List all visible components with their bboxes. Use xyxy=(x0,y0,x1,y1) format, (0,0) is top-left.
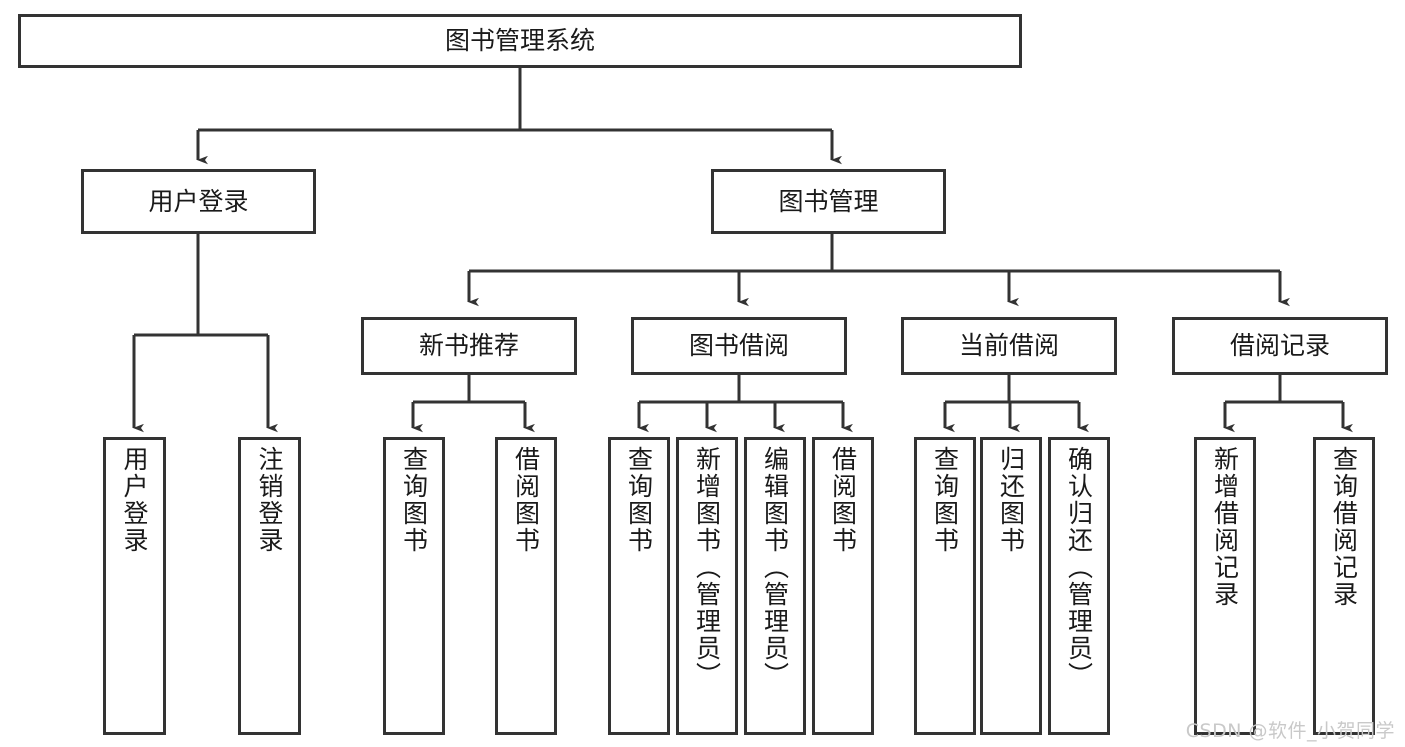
node-label: 注销登录 xyxy=(255,446,284,554)
node-label: 新增图书（管理员） xyxy=(692,446,722,689)
node-leaf-user-login[interactable]: 用户登录 xyxy=(103,437,166,735)
node-label: 查询借阅记录 xyxy=(1329,446,1359,608)
node-label: 图书管理系统 xyxy=(444,26,595,56)
node-leaf-borrow-book-recommend[interactable]: 借阅图书 xyxy=(495,437,557,735)
node-new-book-recommend[interactable]: 新书推荐 xyxy=(361,317,577,375)
node-label: 确认归还（管理员） xyxy=(1064,446,1094,689)
node-label: 查询图书 xyxy=(930,446,960,554)
node-leaf-confirm-return-admin[interactable]: 确认归还（管理员） xyxy=(1048,437,1110,735)
node-label: 查询图书 xyxy=(624,446,654,554)
node-label: 图书借阅 xyxy=(688,331,789,361)
node-label: 借阅图书 xyxy=(511,446,541,554)
node-root-book-management-system[interactable]: 图书管理系统 xyxy=(18,14,1022,68)
node-leaf-query-borrow-record[interactable]: 查询借阅记录 xyxy=(1313,437,1375,735)
node-leaf-add-borrow-record[interactable]: 新增借阅记录 xyxy=(1194,437,1256,735)
node-label: 借阅图书 xyxy=(828,446,858,554)
node-user-login[interactable]: 用户登录 xyxy=(81,169,316,234)
node-leaf-borrow-book[interactable]: 借阅图书 xyxy=(812,437,874,735)
node-label: 归还图书 xyxy=(996,446,1026,554)
node-label: 新增借阅记录 xyxy=(1210,446,1240,608)
node-borrow-record[interactable]: 借阅记录 xyxy=(1172,317,1388,375)
node-label: 编辑图书（管理员） xyxy=(760,446,790,689)
node-leaf-add-book-admin[interactable]: 新增图书（管理员） xyxy=(676,437,738,735)
node-leaf-edit-book-admin[interactable]: 编辑图书（管理员） xyxy=(744,437,806,735)
node-book-borrow[interactable]: 图书借阅 xyxy=(631,317,847,375)
node-label: 当前借阅 xyxy=(958,331,1059,361)
node-leaf-query-book-current[interactable]: 查询图书 xyxy=(914,437,976,735)
node-label: 查询图书 xyxy=(399,446,429,554)
node-leaf-return-book[interactable]: 归还图书 xyxy=(980,437,1042,735)
node-label: 用户登录 xyxy=(148,186,249,216)
node-book-management[interactable]: 图书管理 xyxy=(711,169,946,234)
node-label: 新书推荐 xyxy=(418,331,519,361)
node-current-borrow[interactable]: 当前借阅 xyxy=(901,317,1117,375)
node-label: 用户登录 xyxy=(120,446,149,554)
node-leaf-query-book-borrow[interactable]: 查询图书 xyxy=(608,437,670,735)
csdn-watermark: CSDN @软件_小贺同学 xyxy=(1185,720,1395,742)
node-label: 图书管理 xyxy=(778,186,879,216)
node-leaf-user-logout[interactable]: 注销登录 xyxy=(238,437,301,735)
node-leaf-query-book-recommend[interactable]: 查询图书 xyxy=(383,437,445,735)
node-label: 借阅记录 xyxy=(1229,331,1330,361)
